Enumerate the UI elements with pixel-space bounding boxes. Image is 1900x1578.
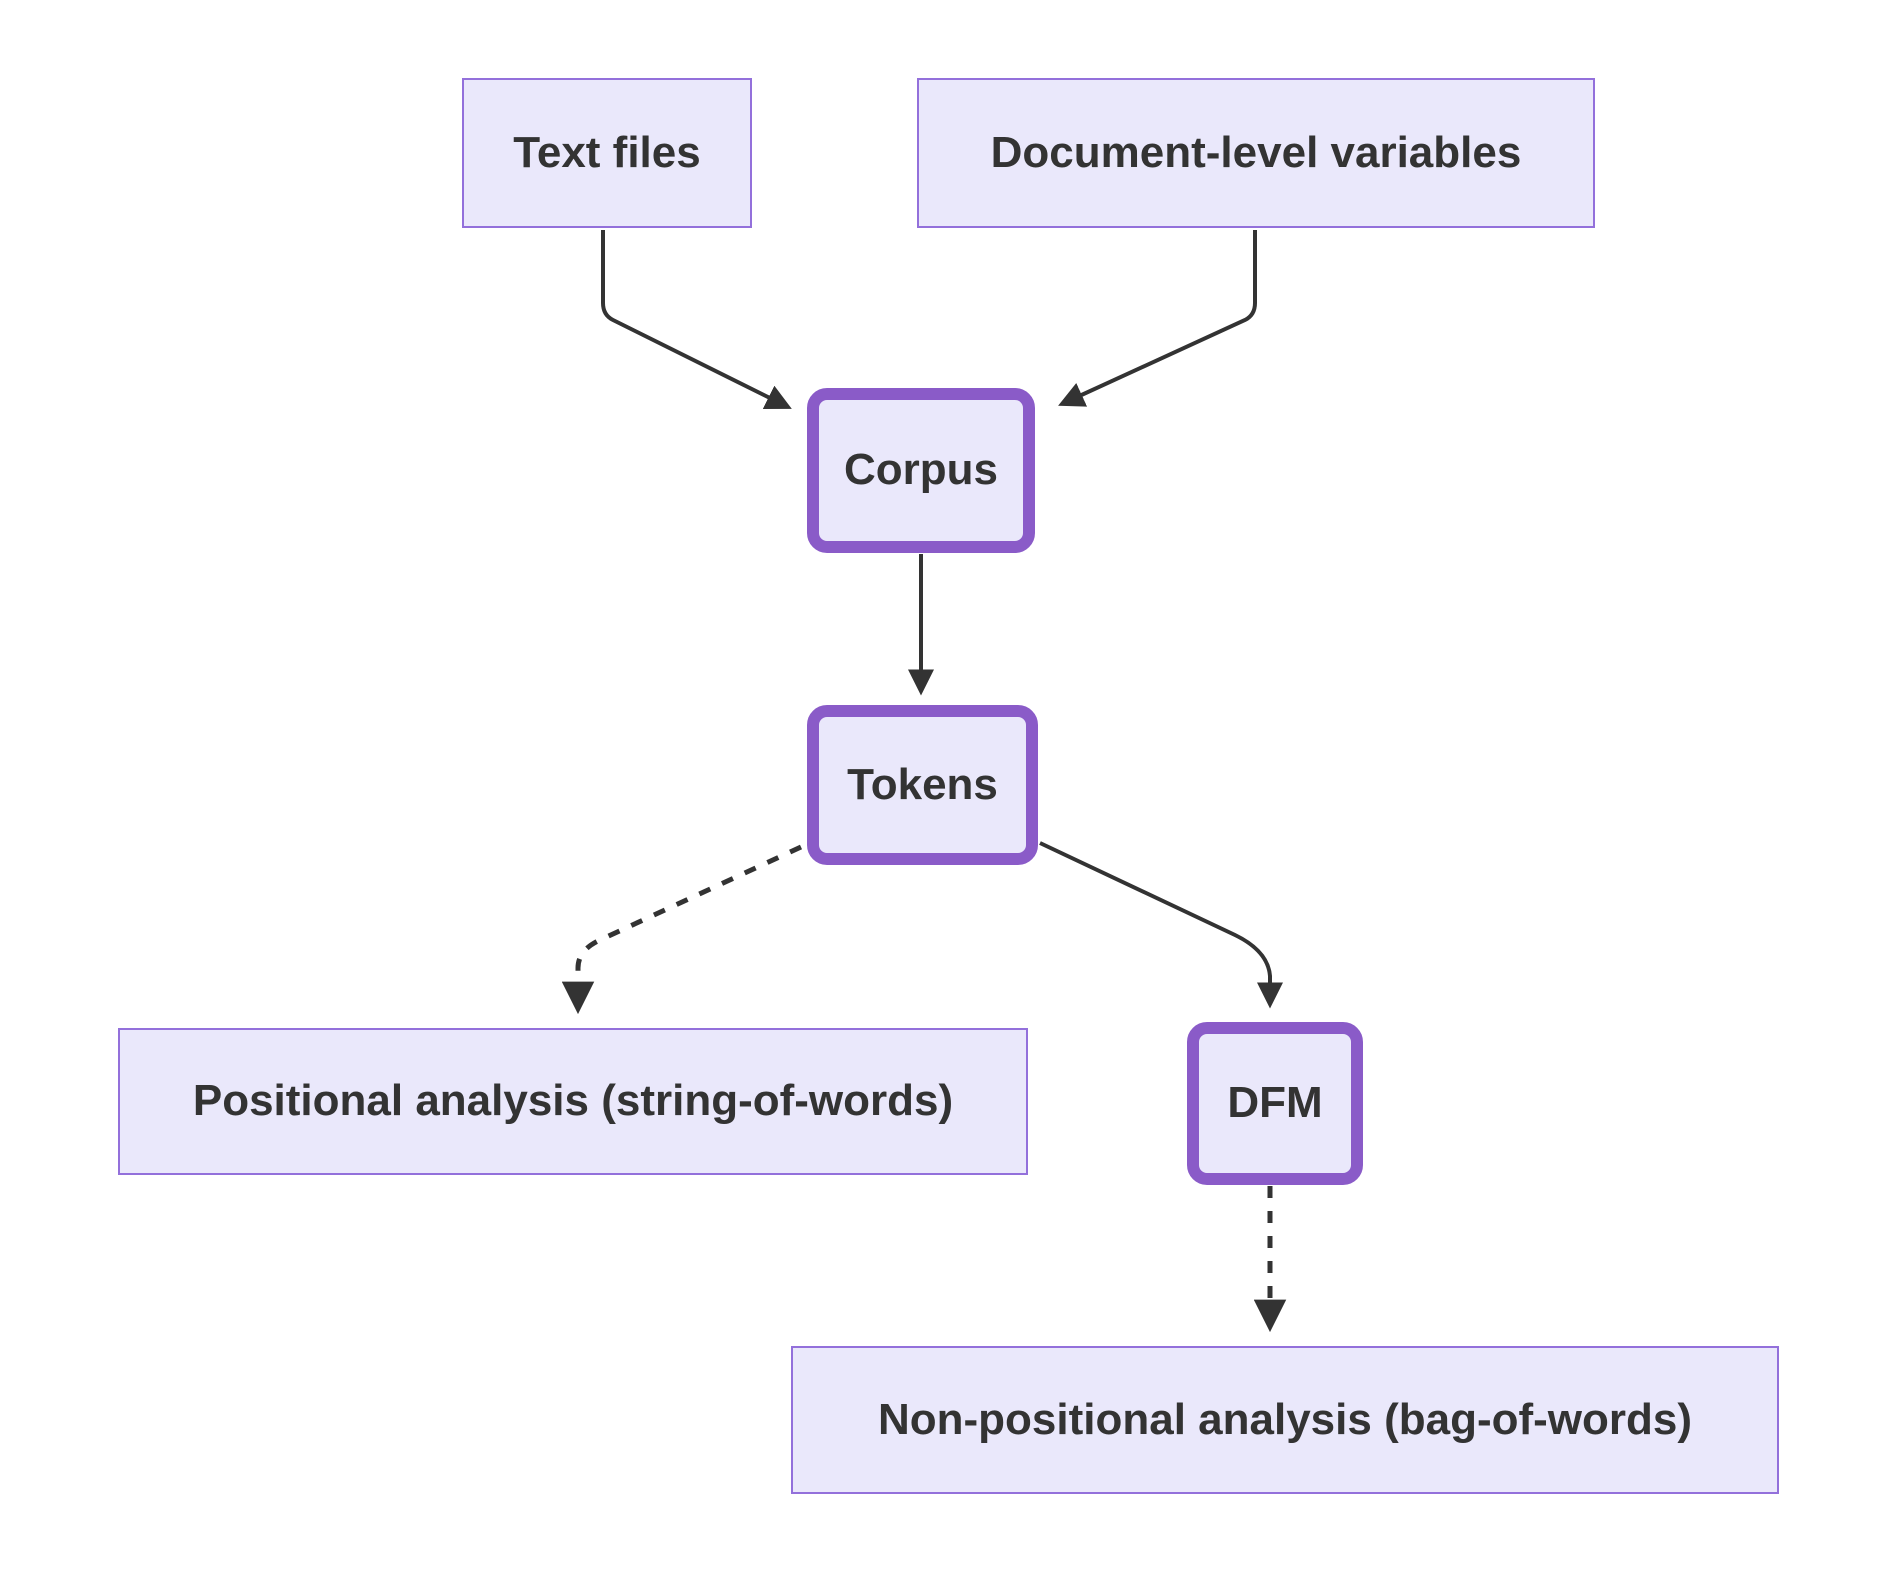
node-text-files-label: Text files <box>513 127 701 177</box>
edge-tokens-to-positional <box>561 844 803 1015</box>
node-corpus-label: Corpus <box>844 445 998 495</box>
node-document-level-variables-label: Document-level variables <box>990 127 1522 177</box>
node-positional-analysis-label: Positional analysis (string-of-words) <box>192 1076 954 1126</box>
edge-text-files-to-corpus <box>601 230 792 409</box>
node-tokens: Tokens <box>807 705 1038 865</box>
node-non-positional-analysis: Non-positional analysis (bag-of-words) <box>791 1346 1779 1494</box>
edge-tokens-to-dfm <box>1039 841 1283 1009</box>
node-tokens-label: Tokens <box>847 759 998 809</box>
node-positional-analysis: Positional analysis (string-of-words) <box>118 1028 1028 1175</box>
edge-doc-vars-to-corpus <box>1058 230 1257 407</box>
node-corpus: Corpus <box>807 388 1035 553</box>
node-text-files: Text files <box>462 78 752 228</box>
node-document-level-variables: Document-level variables <box>917 78 1595 228</box>
node-non-positional-analysis-label: Non-positional analysis (bag-of-words) <box>877 1394 1693 1444</box>
node-dfm-label: DFM <box>1227 1078 1323 1128</box>
node-dfm: DFM <box>1187 1022 1363 1185</box>
